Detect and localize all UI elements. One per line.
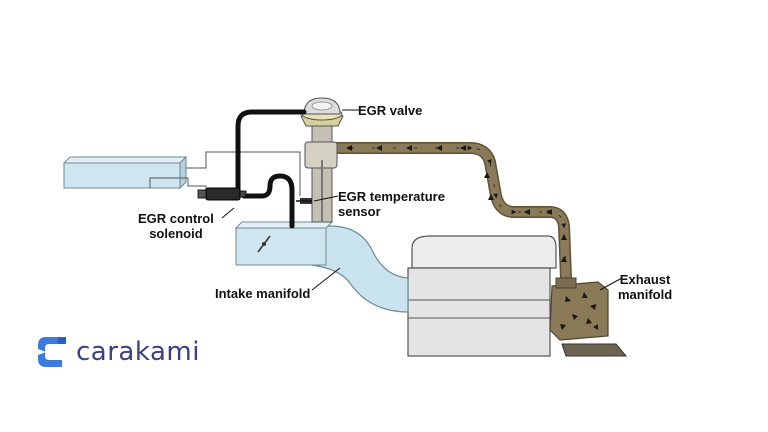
leader-lines bbox=[221, 109, 623, 291]
egr-control-solenoid-label: EGR control solenoid bbox=[138, 211, 214, 241]
exhaust-manifold-body bbox=[549, 277, 609, 341]
intake-manifold-label: Intake manifold bbox=[215, 286, 311, 301]
flow-arrows bbox=[346, 145, 567, 262]
c-logo-icon bbox=[38, 337, 66, 367]
control-module-box bbox=[62, 155, 188, 190]
egr-valve-label: EGR valve bbox=[358, 103, 423, 118]
intake-pipe bbox=[299, 225, 409, 313]
engine-block bbox=[407, 235, 628, 357]
egr-pipe bbox=[330, 142, 572, 279]
egr-temperature-sensor bbox=[296, 198, 312, 204]
intake-manifold-box bbox=[234, 221, 334, 266]
control-wires bbox=[149, 151, 301, 196]
egr-control-solenoid bbox=[197, 187, 247, 201]
brand-logo[interactable]: carakami bbox=[36, 330, 200, 374]
egr-temperature-sensor-label: EGR temperature sensor bbox=[338, 189, 445, 219]
vacuum-hoses bbox=[235, 109, 307, 229]
brand-name: carakami bbox=[76, 337, 200, 367]
exhaust-manifold-label: Exhaust manifold bbox=[618, 272, 673, 302]
